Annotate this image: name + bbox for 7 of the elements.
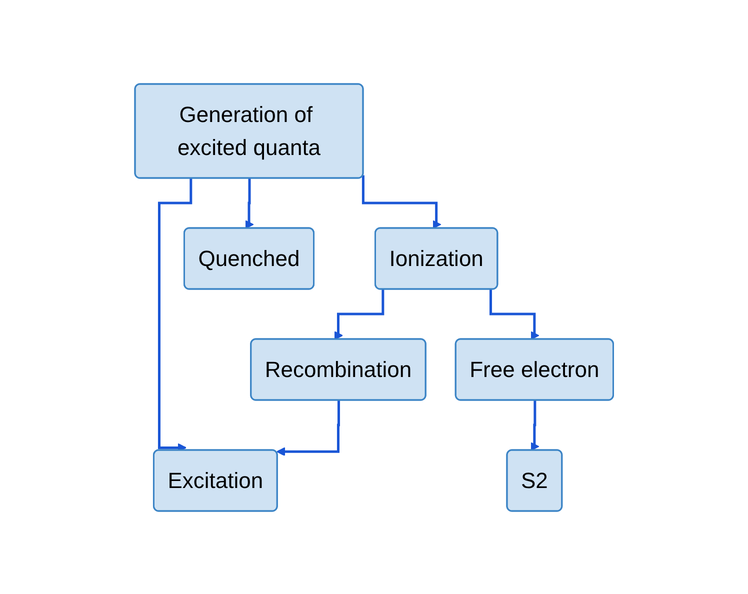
arrow [530, 400, 540, 450]
arrow [489, 289, 540, 340]
arrow [158, 178, 192, 452]
arrow [362, 174, 442, 228]
arrow [244, 178, 254, 228]
arrow [334, 289, 384, 340]
arrow [276, 400, 340, 456]
